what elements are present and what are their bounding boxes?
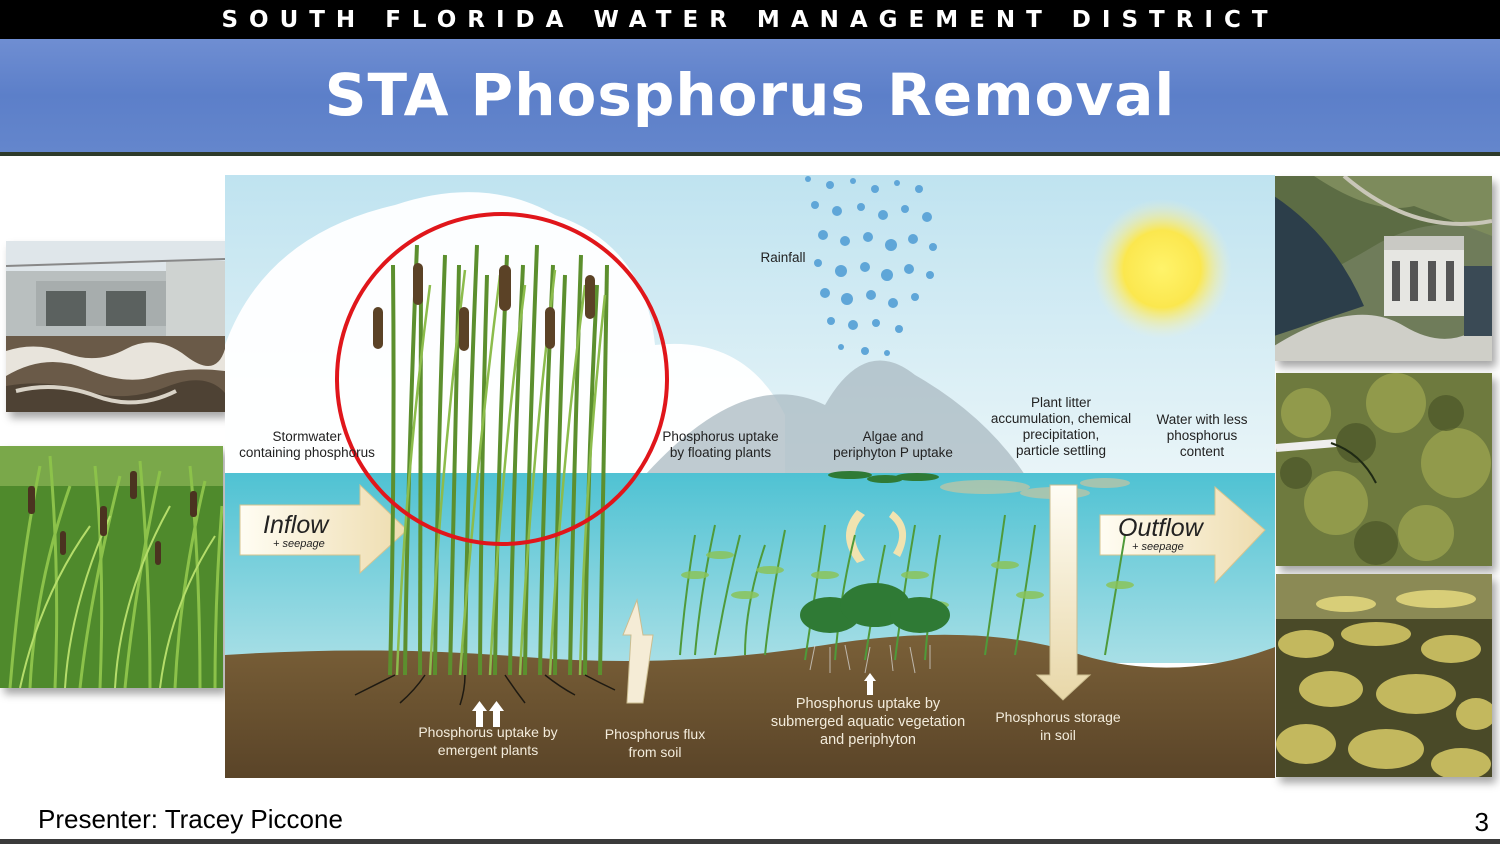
label-algae: Algae and periphyton P uptake xyxy=(823,429,963,461)
label-inflow-sub: + seepage xyxy=(273,538,325,550)
label-emergent-plants: Phosphorus uptake by emergent plants xyxy=(408,723,568,759)
rain-drops xyxy=(805,176,937,356)
label-floating-line1: Phosphorus uptake xyxy=(662,429,779,444)
cycle-arrow-right xyxy=(889,511,907,557)
label-lessp-line3: content xyxy=(1179,444,1225,459)
photo-water-control-structure xyxy=(6,241,225,412)
emergent-plants xyxy=(354,244,616,706)
highlight-circle xyxy=(335,212,669,546)
label-emergent-line2: emergent plants xyxy=(437,742,539,758)
label-sav-line2: submerged aquatic vegetation xyxy=(770,714,966,730)
label-floating-line2: by floating plants xyxy=(669,445,772,460)
photo-periphyton-mat xyxy=(1276,574,1492,777)
submerged-leaves xyxy=(681,551,1134,609)
inflow-arrow xyxy=(239,483,408,575)
label-phosphorus-storage: Phosphorus storage in soil xyxy=(988,708,1128,744)
slide-title: STA Phosphorus Removal xyxy=(324,61,1176,129)
label-sav-line3: and periphyton xyxy=(820,732,916,748)
label-algae-line2: periphyton P uptake xyxy=(833,445,953,460)
label-floating-plants: Phosphorus uptake by floating plants xyxy=(653,429,788,461)
label-lessp-line2: phosphorus xyxy=(1166,428,1238,443)
photo-cattails xyxy=(0,446,223,688)
label-flux-line1: Phosphorus flux xyxy=(604,726,706,742)
soil xyxy=(225,634,1275,778)
label-outflow: Outflow + seepage xyxy=(1118,515,1218,553)
periphyton-cluster xyxy=(800,583,950,633)
presenter-name: Presenter: Tracey Piccone xyxy=(38,804,343,834)
title-band: STA Phosphorus Removal xyxy=(0,39,1500,156)
settling-arrow xyxy=(1035,484,1092,701)
sun xyxy=(1092,199,1232,339)
label-less-phosphorus: Water with less phosphorus content xyxy=(1151,412,1253,460)
label-plant-litter: Plant litter accumulation, chemical prec… xyxy=(983,395,1139,459)
small-up-arrows xyxy=(472,673,876,727)
photo-water-sampling xyxy=(1276,373,1492,566)
label-outflow-sub: + seepage xyxy=(1132,541,1184,553)
label-rainfall: Rainfall xyxy=(760,250,806,265)
label-outflow-title: Outflow xyxy=(1118,514,1203,542)
diagram-illustration xyxy=(225,175,1275,778)
label-sav-line1: Phosphorus uptake by xyxy=(795,696,941,712)
org-name: SOUTH FLORIDA WATER MANAGEMENT DISTRICT xyxy=(221,7,1279,33)
phosphorus-removal-diagram: Rainfall Stormwater containing phosphoru… xyxy=(225,175,1275,778)
water xyxy=(225,473,1275,663)
outflow-arrow xyxy=(1099,485,1266,585)
label-litter-line3: precipitation, xyxy=(1022,427,1100,442)
footer-rule xyxy=(0,839,1500,844)
label-stormwater-line2: containing phosphorus xyxy=(239,445,375,460)
label-lessp-line1: Water with less xyxy=(1156,412,1248,427)
flux-arrow xyxy=(622,598,654,704)
label-storage-line2: in soil xyxy=(1040,727,1076,743)
label-emergent-line1: Phosphorus uptake by xyxy=(418,724,558,740)
label-phosphorus-flux: Phosphorus flux from soil xyxy=(593,725,717,761)
label-flux-line2: from soil xyxy=(628,744,682,760)
org-banner: SOUTH FLORIDA WATER MANAGEMENT DISTRICT xyxy=(0,0,1500,39)
label-algae-line1: Algae and xyxy=(862,429,924,444)
label-litter-line2: accumulation, chemical xyxy=(990,411,1132,426)
page-number: 3 xyxy=(1474,807,1489,837)
lily-pads xyxy=(828,471,939,483)
roots-sav xyxy=(809,644,931,674)
distant-hills xyxy=(645,360,1025,475)
photo-pump-station xyxy=(1274,176,1492,361)
label-litter-line4: particle settling xyxy=(1015,443,1107,458)
label-sav-uptake: Phosphorus uptake by submerged aquatic v… xyxy=(763,695,973,749)
label-inflow-title: Inflow xyxy=(263,511,329,539)
label-stormwater: Stormwater containing phosphorus xyxy=(233,429,381,461)
label-stormwater-line1: Stormwater xyxy=(272,429,342,444)
label-litter-line1: Plant litter xyxy=(1030,395,1092,410)
label-inflow: Inflow + seepage xyxy=(263,512,353,550)
label-storage-line1: Phosphorus storage xyxy=(995,709,1121,725)
